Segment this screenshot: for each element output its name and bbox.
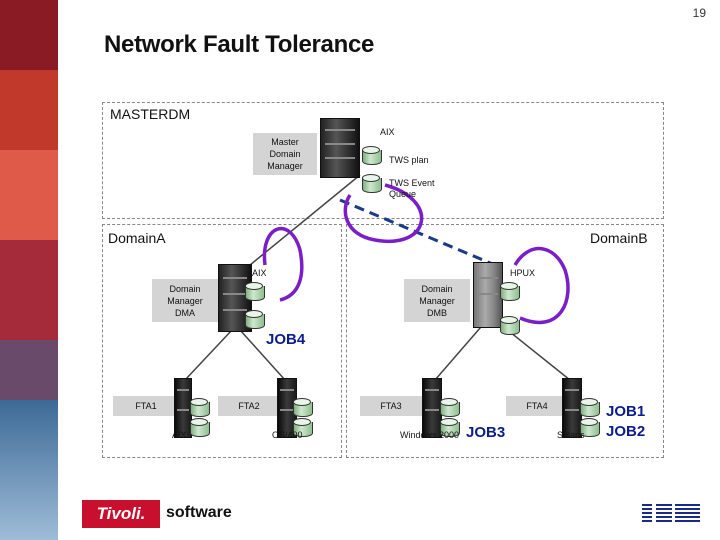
fta3-os-label: Windows 2000: [400, 430, 460, 440]
fta4-queue-icon: [580, 418, 600, 438]
job4-label: JOB4: [266, 331, 306, 348]
job3-label: JOB3: [466, 424, 506, 441]
tws-event-queue-label: TWS Event Queue: [389, 178, 435, 199]
domain-a-box: [102, 224, 342, 458]
domain-b-label: DomainB: [590, 230, 648, 246]
fta2-queue-icon: [293, 418, 313, 438]
fta4-label: FTA4: [506, 396, 568, 416]
dma-manager-label: Domain Manager DMA: [152, 279, 218, 322]
masterdm-label: MASTERDM: [110, 106, 191, 122]
fta1-queue-icon: [190, 418, 210, 438]
link-dma-fta1: [184, 329, 233, 381]
side-image-block: [0, 240, 58, 340]
masterdm-box: [102, 102, 664, 219]
dma-queue-icon: [245, 310, 265, 330]
decorative-side-strip: [0, 0, 58, 540]
fta1-os-label: AIX: [172, 430, 187, 440]
page-number: 19: [692, 6, 706, 20]
fta3-server-icon: [422, 378, 442, 438]
dmb-event-arrow: [513, 247, 570, 325]
side-image-block: [0, 400, 58, 540]
fta4-os-label: Solaris: [557, 430, 585, 440]
master-domain-manager-label: Master Domain Manager: [253, 133, 317, 175]
master-event-arrow: [343, 183, 424, 244]
master-server-icon: [320, 118, 360, 178]
dmb-os-label: HPUX: [510, 268, 536, 278]
tws-plan-label: TWS plan: [389, 155, 429, 165]
fta2-os-label: OS/400: [272, 430, 303, 440]
side-image-block: [0, 0, 58, 70]
fta4-server-icon: [562, 378, 582, 438]
dmb-database-icon: [500, 282, 520, 302]
fta4-database-icon: [580, 398, 600, 418]
side-image-block: [0, 150, 58, 240]
fta1-database-icon: [190, 398, 210, 418]
fta3-queue-icon: [440, 418, 460, 438]
domain-a-label: DomainA: [108, 230, 166, 246]
dmb-queue-icon: [500, 316, 520, 336]
page-title: Network Fault Tolerance: [104, 31, 375, 58]
master-os-label: AIX: [380, 127, 395, 137]
dmb-server-icon: [473, 262, 503, 328]
fta3-label: FTA3: [360, 396, 422, 416]
software-label: software: [166, 504, 232, 521]
job1-job2-label: JOB1 JOB2: [606, 403, 646, 440]
tivoli-logo: Tivoli.: [82, 500, 160, 528]
link-dma-fta2: [239, 329, 286, 381]
fta2-database-icon: [293, 398, 313, 418]
fta3-database-icon: [440, 398, 460, 418]
dma-database-icon: [245, 282, 265, 302]
side-image-block: [0, 340, 58, 400]
fta2-label: FTA2: [218, 396, 280, 416]
fta1-label: FTA1: [113, 396, 179, 416]
tws-event-queue-icon: [362, 174, 382, 194]
dma-event-arrow: [262, 227, 304, 302]
dmb-manager-label: Domain Manager DMB: [404, 279, 470, 322]
dma-os-label: AIX: [252, 268, 267, 278]
tws-plan-database-icon: [362, 146, 382, 166]
link-dmb-fta3: [434, 319, 488, 381]
ibm-logo: [642, 502, 700, 526]
domain-b-box: [346, 224, 664, 458]
side-image-block: [0, 70, 58, 150]
link-master-dma: [249, 174, 361, 266]
